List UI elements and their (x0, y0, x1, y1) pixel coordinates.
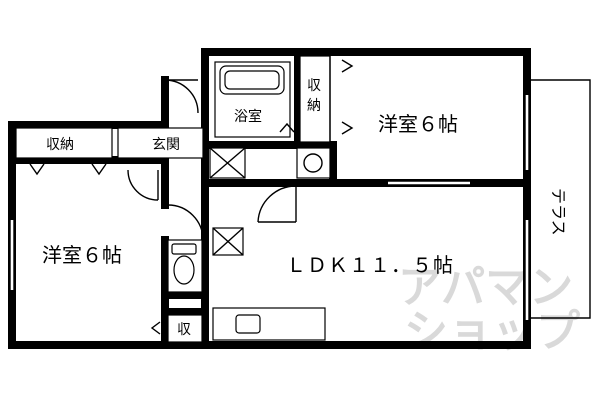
watermark: アパマン ショップ (398, 262, 580, 357)
toilet (167, 239, 203, 293)
ldk-door-swing (257, 185, 297, 223)
utility-row (209, 147, 331, 179)
storage-upper-label1: 収 (307, 78, 321, 94)
left-room-door-swing (127, 169, 159, 201)
kitchen-counter (212, 307, 326, 341)
bathroom: 浴室 (214, 61, 295, 138)
western-room-right-label: 洋室６帖 (378, 112, 458, 136)
storage-small-label: 収 (177, 322, 191, 338)
entrance-label: 玄関 (152, 136, 180, 153)
storage-small: 収 (150, 314, 203, 343)
western-room-left-label: 洋室６帖 (42, 243, 122, 267)
toilet-tank (171, 243, 197, 255)
bathroom-label: 浴室 (234, 108, 262, 125)
storage-upper: 収 納 (299, 55, 354, 143)
bathroom-door-mark (279, 122, 295, 133)
washbasin (296, 147, 331, 179)
entrance: 玄関 (117, 127, 204, 159)
bathtub-inner (224, 70, 280, 90)
storage-upper-door1 (341, 59, 354, 73)
entrance-outline (117, 127, 204, 159)
storage-small-door (150, 321, 161, 335)
kitchen-sink (235, 314, 261, 334)
storage-left-label: 収納 (46, 137, 74, 153)
terrace-outline (527, 79, 591, 319)
terrace: テラス (527, 79, 591, 319)
storage-left: 収納 (15, 127, 113, 176)
storage-left-door2 (91, 163, 107, 176)
terrace-label: テラス (549, 188, 568, 236)
storage-small-outline (167, 314, 203, 343)
windows (9, 95, 530, 320)
storage-left-door1 (29, 163, 45, 176)
toilet-bowl (173, 255, 195, 285)
ldk: ＬＤＫ１１．５帖 (212, 227, 454, 341)
watermark-line1: アパマン (398, 262, 573, 313)
walls (8, 48, 531, 349)
toilet-door-swing (167, 204, 204, 241)
storage-upper-label2: 納 (307, 98, 321, 114)
watermark-line2: ショップ (404, 306, 580, 357)
ldk-label: ＬＤＫ１１．５帖 (286, 253, 454, 277)
washbasin-bowl (303, 153, 323, 173)
storage-upper-door2 (341, 121, 354, 135)
storage-left-outline (15, 127, 113, 159)
entrance-door-swing (164, 79, 199, 114)
